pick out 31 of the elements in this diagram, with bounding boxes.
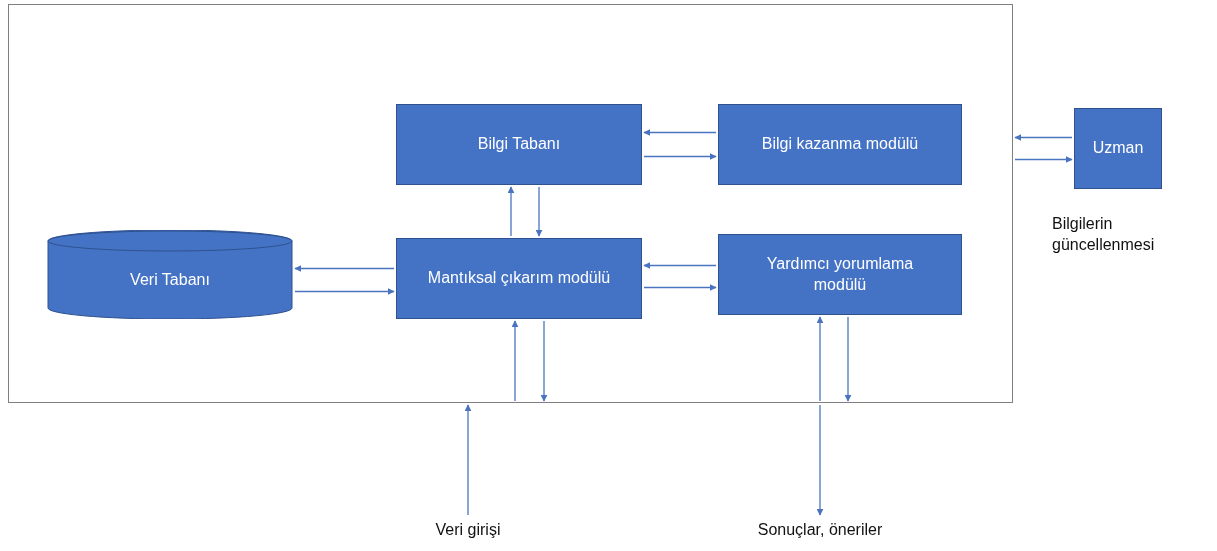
arrow [643,262,717,269]
arrow [294,288,395,295]
arrow [540,320,548,402]
io-label: Veri girişi [434,519,502,540]
box-label: Bilgi kazanma modülü [760,134,920,155]
arrow [844,316,852,402]
arrow [1014,156,1073,163]
arrow [816,316,824,402]
box-label: Bilgi Tabanı [476,134,562,155]
box-label: Mantıksal çıkarım modülü [426,268,612,289]
box-label: Yardımcı yorumlama modülü [765,253,915,295]
module-box [396,238,642,319]
arrow [507,186,515,237]
module-box [1074,108,1162,189]
arrow [464,404,472,516]
box-label: Veri Tabanı [129,270,211,291]
arrow [1014,134,1073,141]
module-box [718,104,962,185]
arrow [294,265,395,272]
arrow [643,284,717,291]
module-box [396,104,642,185]
arrow [816,404,824,516]
arrow [535,186,543,237]
io-label: Sonuçlar, öneriler [756,519,884,540]
arrow [643,153,717,160]
system-frame [8,4,1013,403]
note-text: Bilgilerin güncellenmesi [1052,214,1156,255]
arrow [511,320,519,402]
arrow [643,129,717,136]
box-label: Uzman [1091,138,1145,159]
module-box [718,234,962,315]
